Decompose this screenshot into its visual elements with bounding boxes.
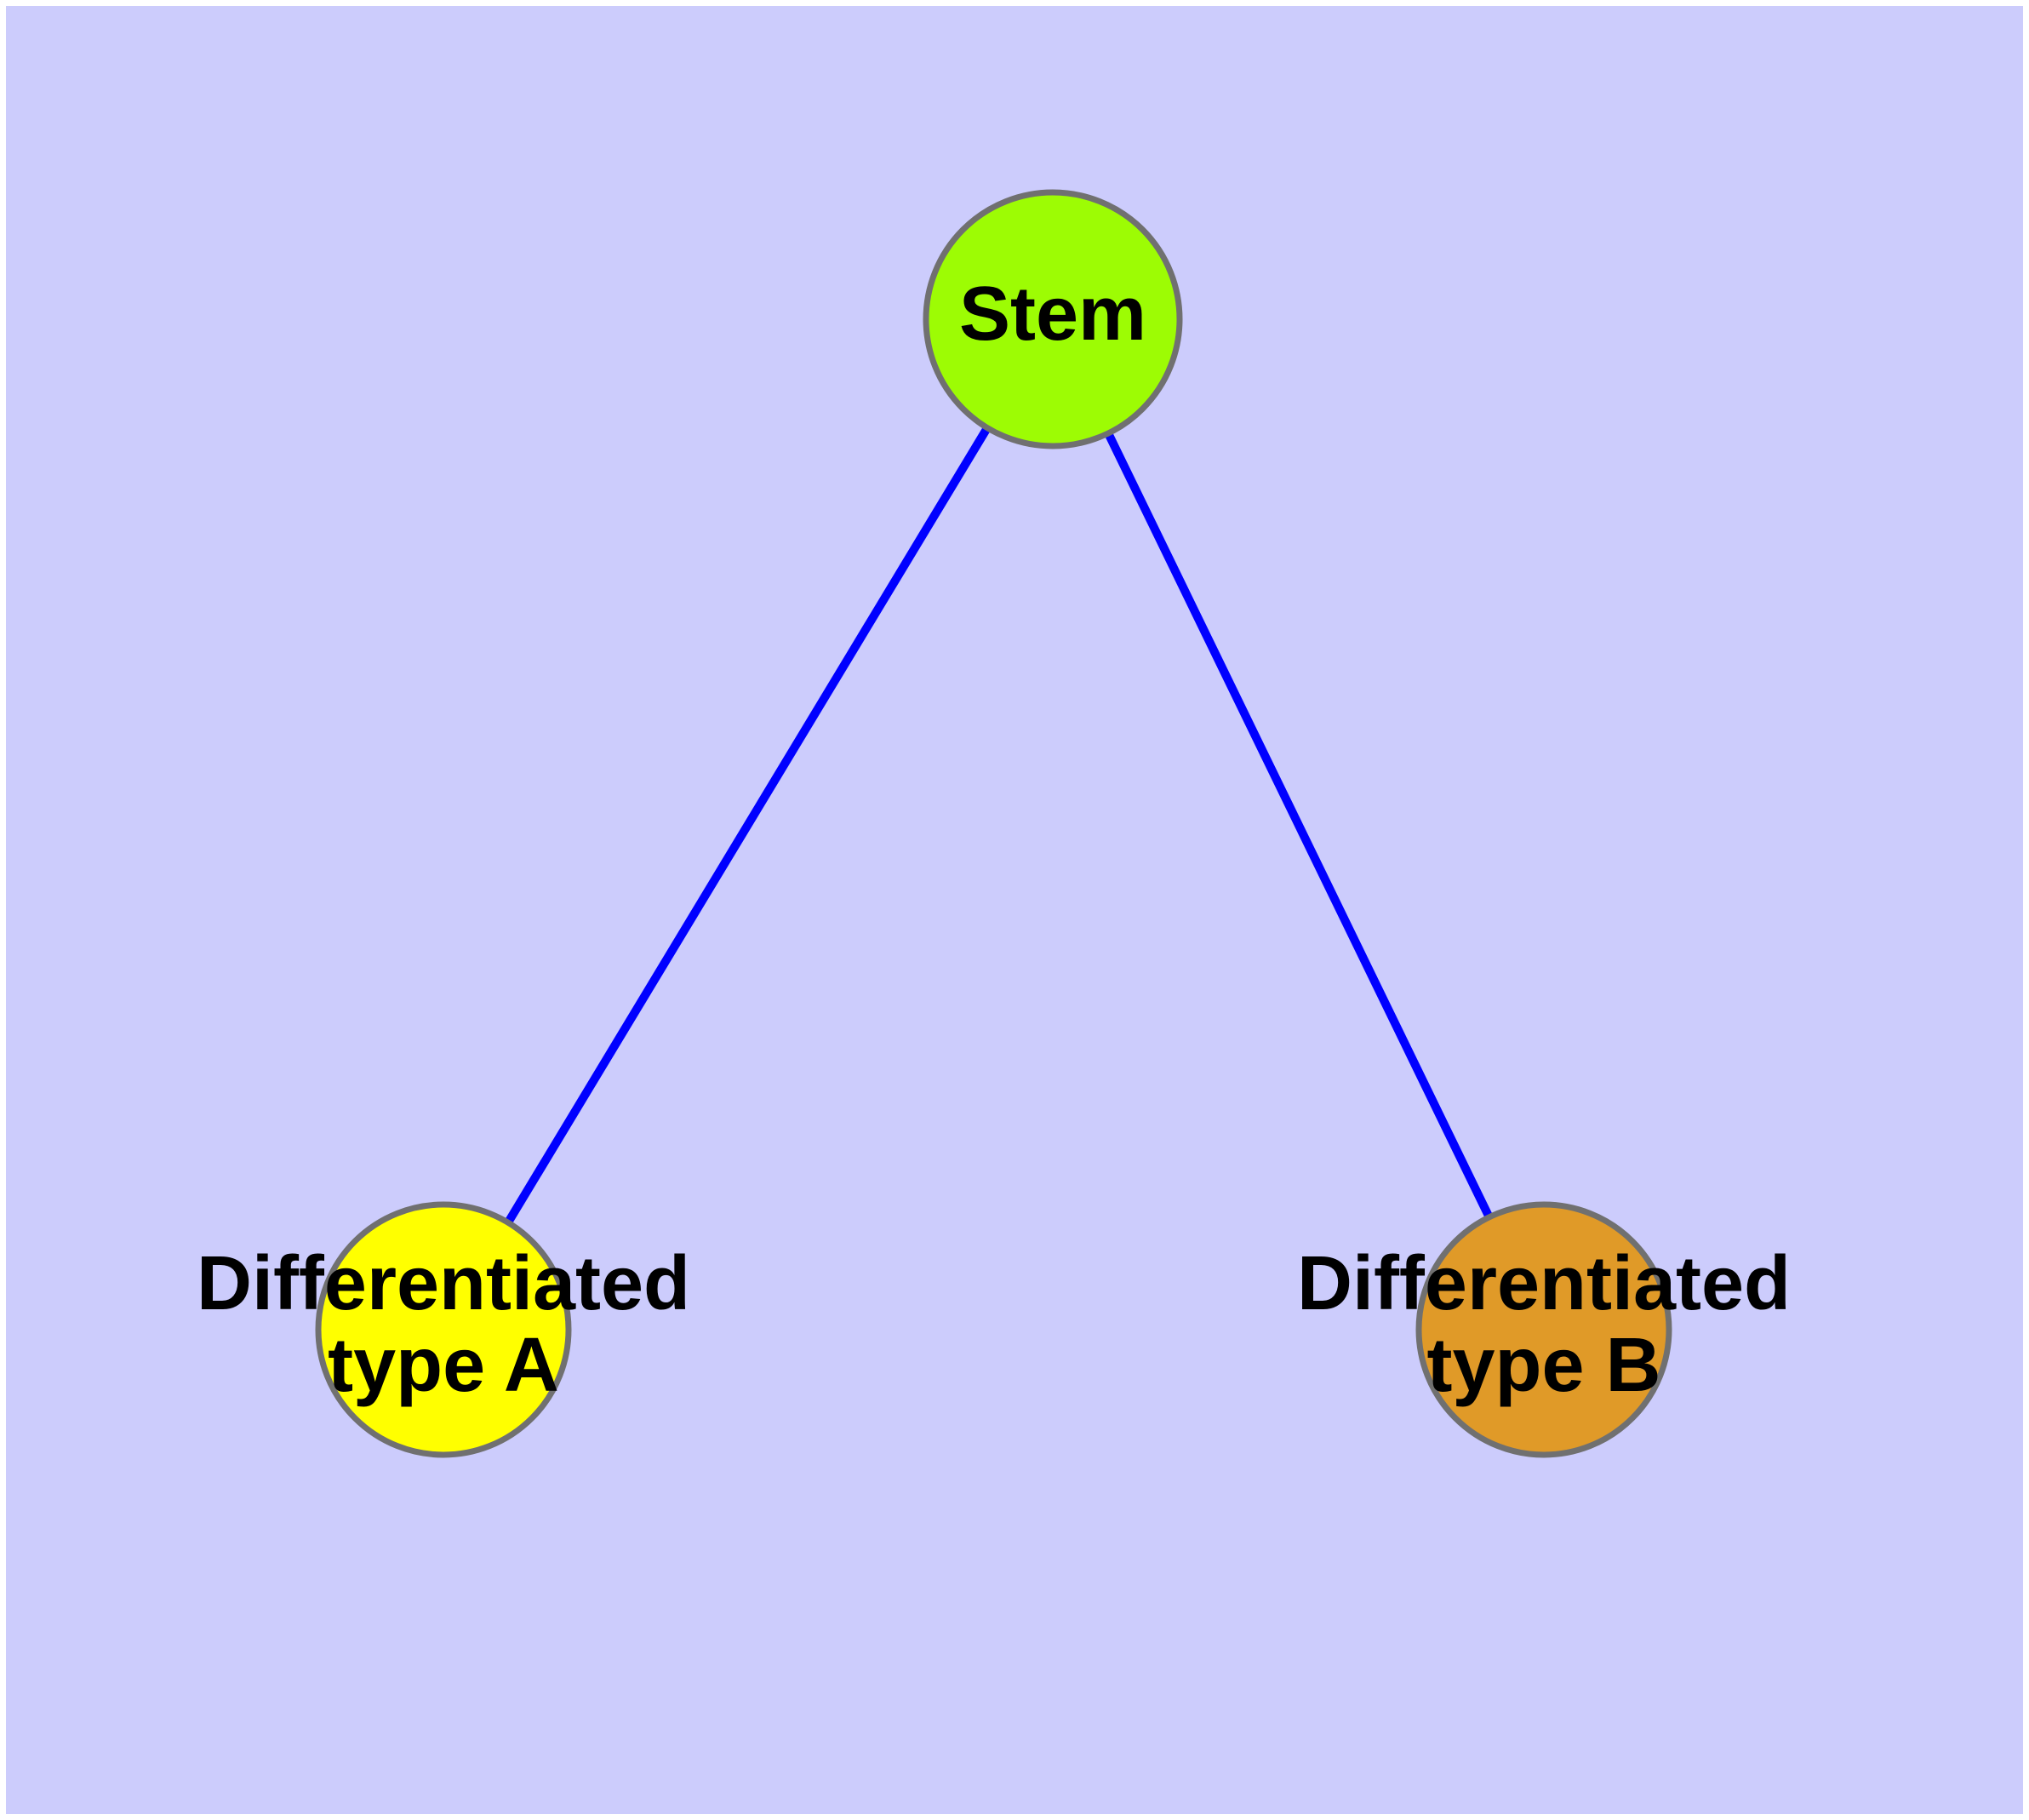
edges-layer bbox=[505, 426, 1493, 1223]
graph-node-label-line: type A bbox=[328, 1323, 559, 1408]
graph-node-label-stem: Stem bbox=[959, 272, 1146, 357]
graph-node-label-line: Differentiated bbox=[1297, 1241, 1791, 1326]
graph-node-diff-b[interactable] bbox=[1415, 1201, 1672, 1458]
graph-node-label-line: Stem bbox=[959, 272, 1146, 357]
graph-node-diff-a[interactable] bbox=[315, 1201, 572, 1458]
nodes-layer bbox=[315, 189, 1672, 1458]
graph-node-label-line: type B bbox=[1426, 1323, 1660, 1408]
graph-node-label-line: Differentiated bbox=[197, 1241, 690, 1326]
graph-edge-stem-to-diff-b[interactable] bbox=[1105, 432, 1493, 1218]
graph-edge-stem-to-diff-a[interactable] bbox=[505, 426, 991, 1223]
graph-node-stem[interactable] bbox=[923, 189, 1183, 449]
